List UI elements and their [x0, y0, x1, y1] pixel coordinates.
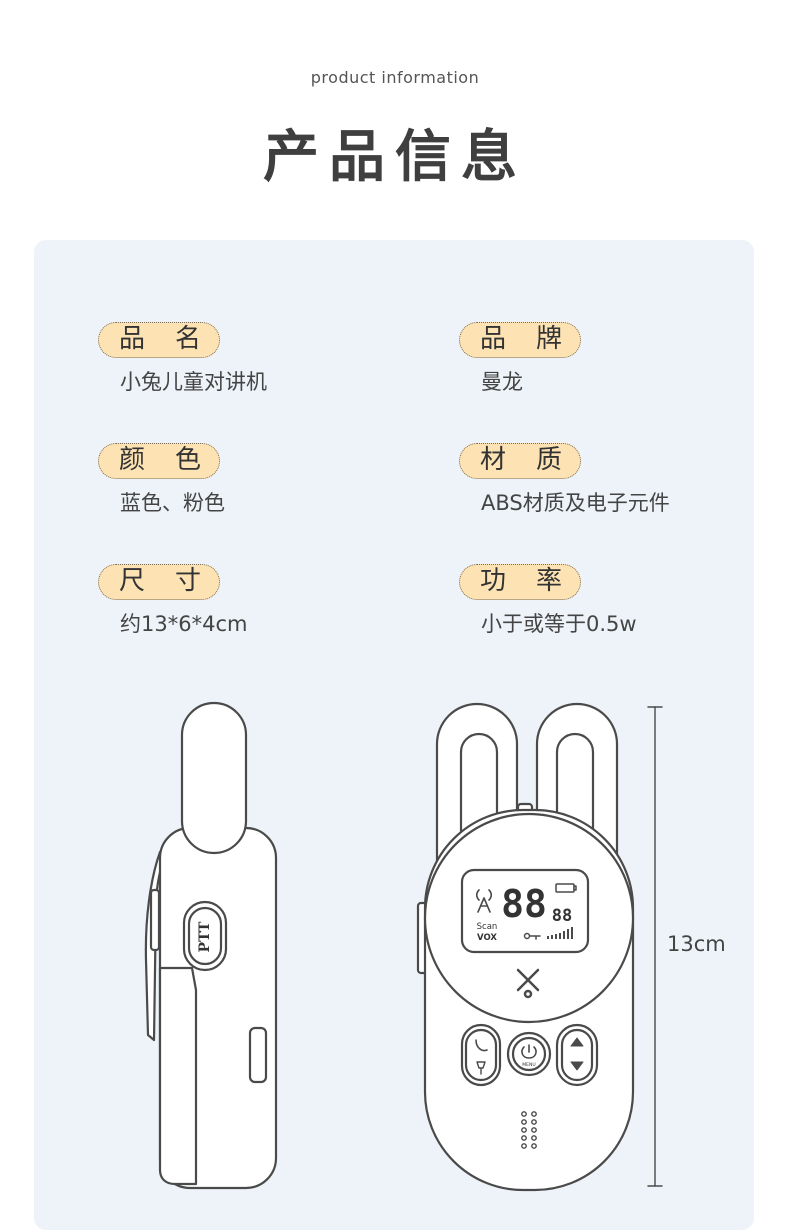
ptt-button[interactable]	[182, 900, 228, 972]
spec-label-pill: 尺寸	[98, 564, 220, 600]
lcd-small-digits: 88	[552, 906, 572, 926]
channel-up-down-button[interactable]	[555, 1023, 599, 1087]
ptt-label: PTT	[197, 921, 213, 952]
side-clip-panel	[158, 966, 198, 1186]
height-label: 13cm	[667, 932, 726, 956]
spec-value: 小于或等于0.5w	[481, 612, 637, 636]
phone-icon	[475, 1039, 488, 1052]
side-button-lower	[248, 1026, 268, 1084]
device-illustration: PTT 88 88 Scan VOX MENU	[144, 701, 663, 1192]
spec-item-color: 颜色 蓝色、粉色	[98, 443, 225, 517]
signal-bars-icon	[547, 927, 573, 939]
spec-label-pill: 材质	[459, 443, 581, 479]
walkie-side-view	[144, 701, 278, 1190]
spec-item-material: 材质 ABS材质及电子元件	[459, 443, 670, 517]
side-antenna	[180, 701, 248, 855]
spec-item-name: 品名 小兔儿童对讲机	[98, 322, 267, 396]
flashlight-icon	[476, 1061, 486, 1075]
spec-label-pill: 颜色	[98, 443, 220, 479]
spec-value: 曼龙	[481, 370, 523, 394]
page-subtitle: product information	[310, 68, 480, 87]
spec-label-pill: 品牌	[459, 322, 581, 358]
lcd-big-digits: 88	[501, 882, 547, 926]
spec-value: 小兔儿童对讲机	[120, 370, 267, 394]
power-menu-button[interactable]	[506, 1031, 552, 1077]
call-light-button[interactable]	[460, 1023, 502, 1087]
menu-label: MENU	[522, 1062, 535, 1068]
side-lanyard-slot	[149, 888, 161, 952]
key-lock-icon	[523, 932, 541, 940]
spec-value: 约13*6*4cm	[120, 612, 248, 636]
walkie-front-view	[416, 702, 635, 1192]
battery-icon	[555, 883, 577, 893]
height-dimension-line	[647, 706, 663, 1187]
spec-item-brand: 品牌 曼龙	[459, 322, 581, 396]
speaker-grille	[521, 1111, 537, 1149]
spec-item-power: 功率 小于或等于0.5w	[459, 564, 637, 638]
spec-label-pill: 功率	[459, 564, 581, 600]
lcd-vox-label: VOX	[477, 933, 497, 943]
lcd-scan-label: Scan	[477, 922, 498, 932]
spec-item-size: 尺寸 约13*6*4cm	[98, 564, 247, 638]
spec-value: ABS材质及电子元件	[481, 491, 670, 515]
page-title: 产品信息	[263, 125, 527, 190]
spec-value: 蓝色、粉色	[120, 491, 225, 515]
spec-label-pill: 品名	[98, 322, 220, 358]
rabbit-logo-icon	[516, 968, 540, 999]
antenna-signal-icon	[475, 889, 493, 913]
